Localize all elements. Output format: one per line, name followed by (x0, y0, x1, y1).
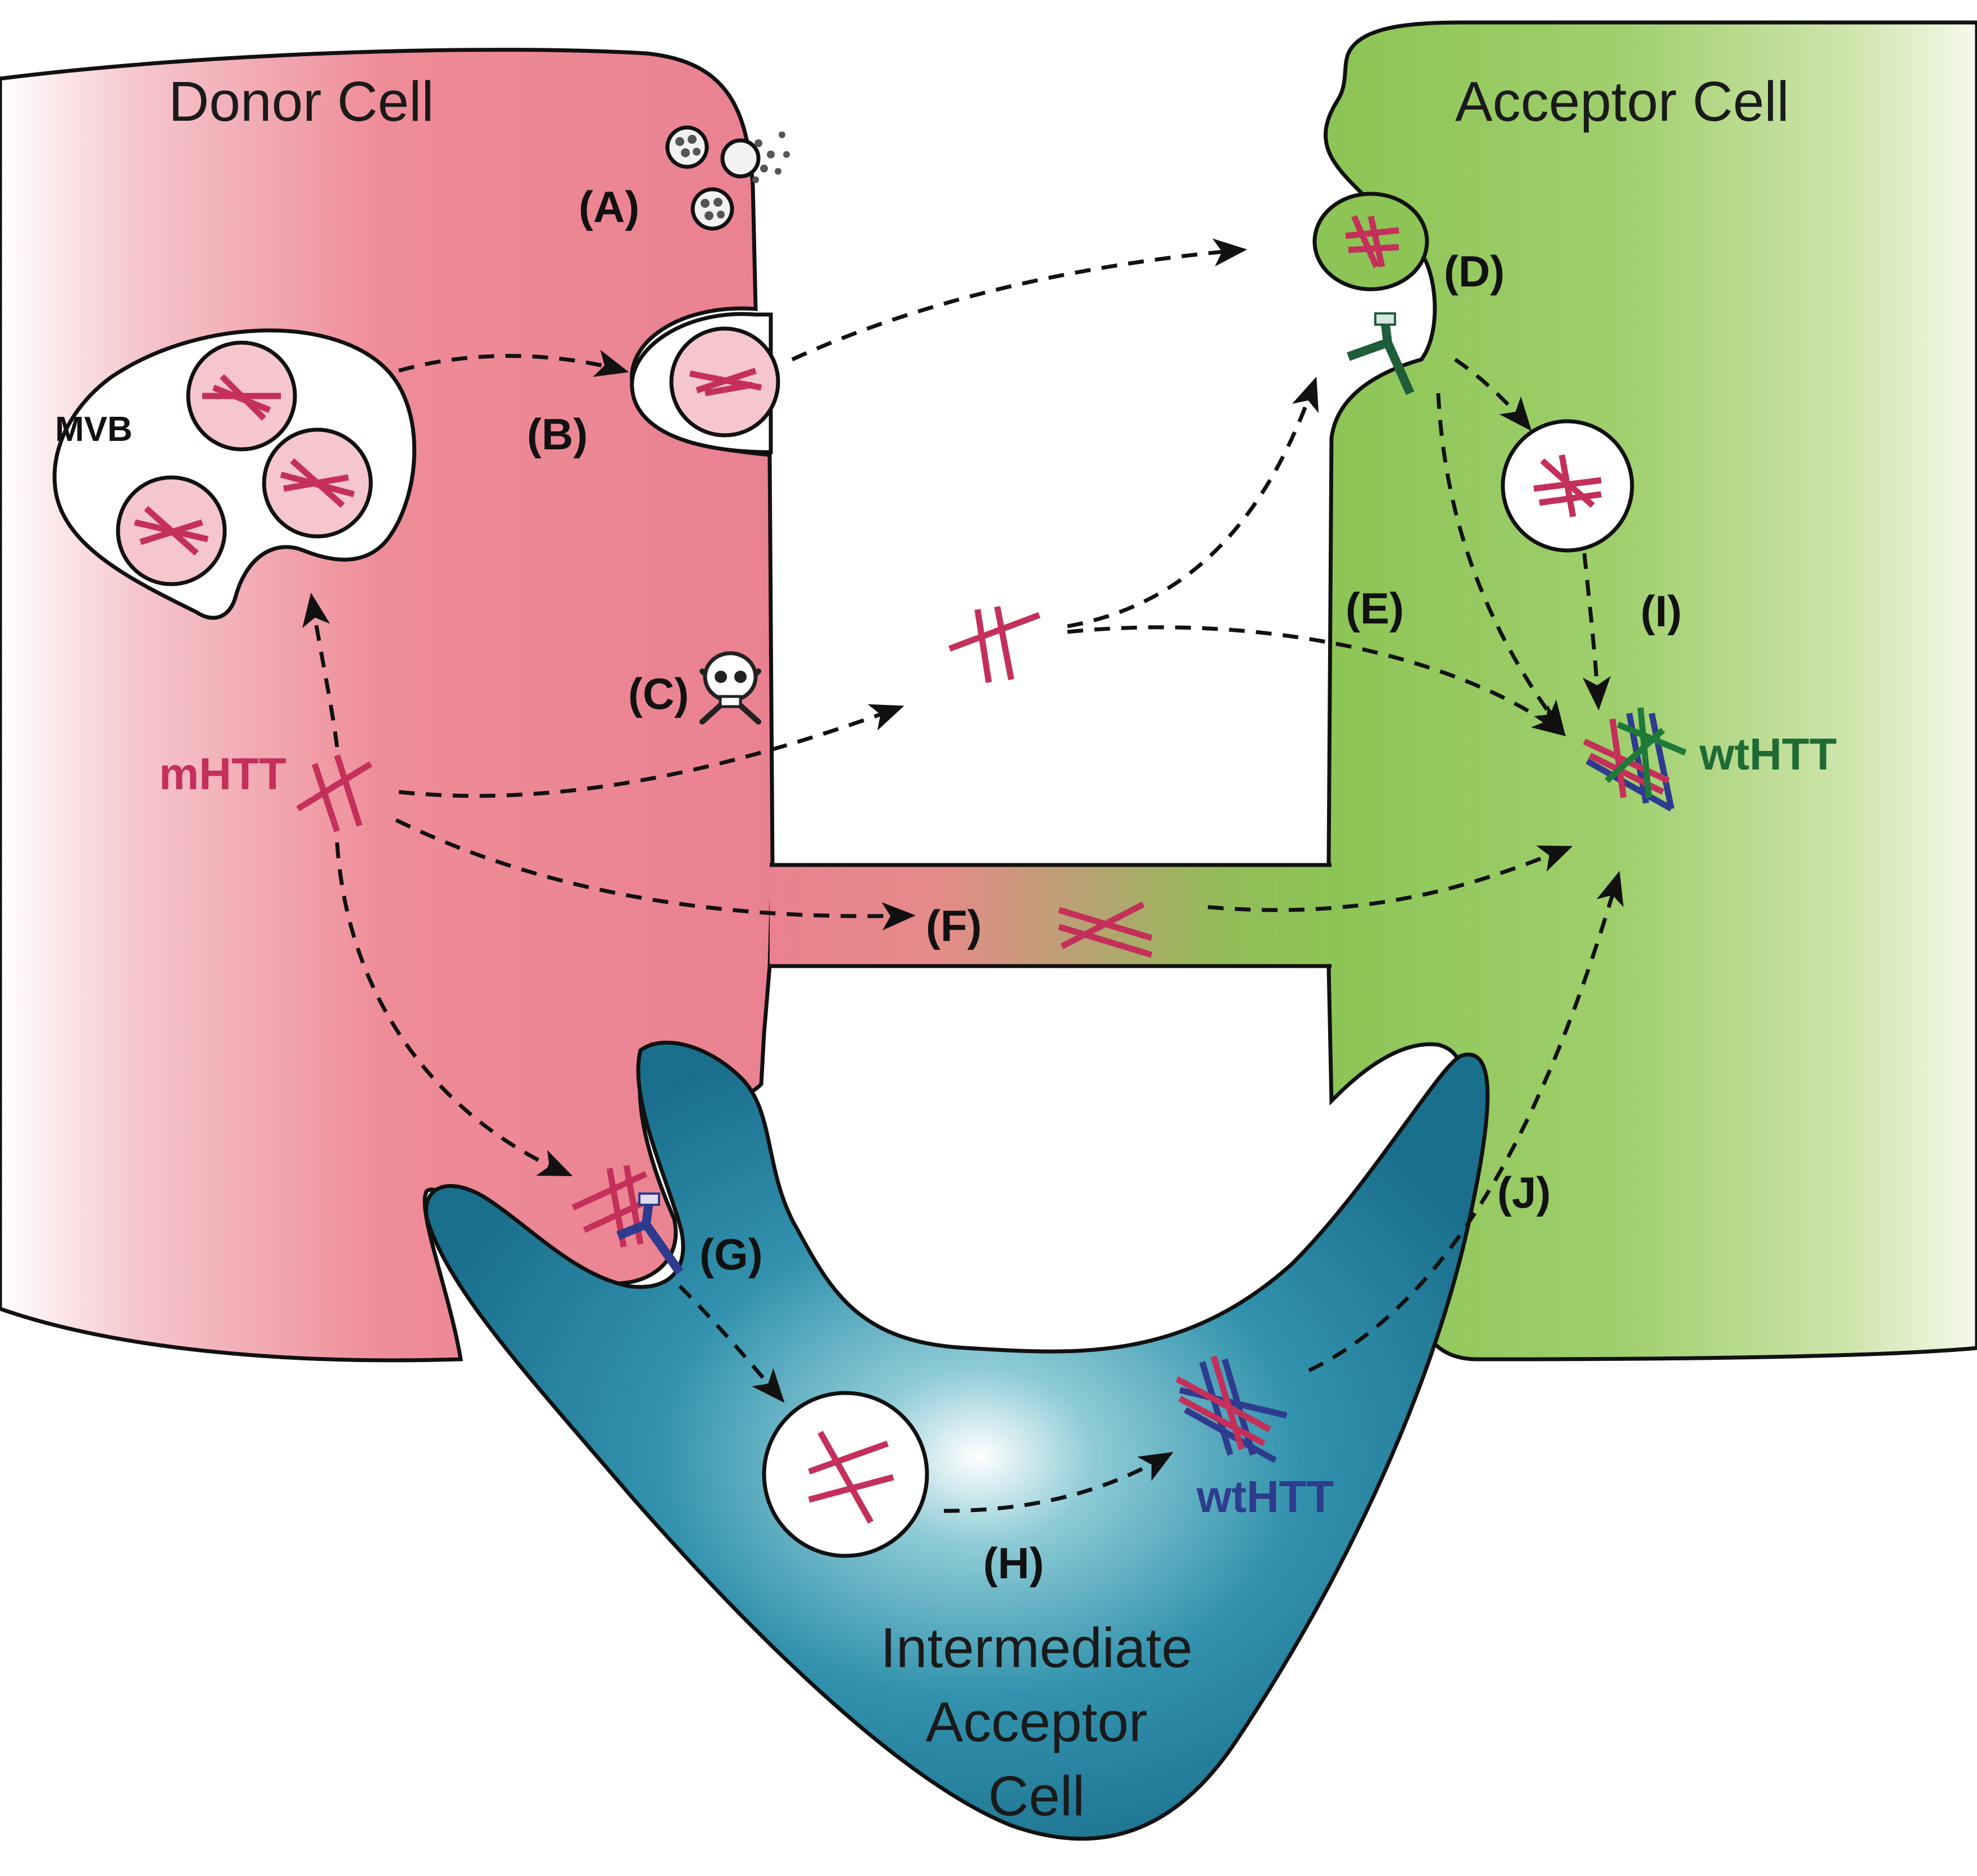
step-label-c: (C) (628, 669, 689, 718)
intermediate-cell-title-line3: Cell (988, 1765, 1085, 1828)
arrow-c-mhtt-to-extracellular (398, 704, 905, 798)
intermediate-cell-title-line1: Intermediate (880, 1617, 1193, 1679)
arrow-b-mvb-to-bud (398, 349, 629, 377)
skull-crossbones-icon (699, 651, 761, 725)
arrow-e-extracellular-to-acceptor (1067, 625, 1567, 736)
step-label-a: (A) (579, 182, 639, 231)
mvb-vesicle-1 (186, 340, 297, 452)
mhtt-aggregate-extracellular (948, 605, 1040, 683)
step-label-h: (H) (983, 1538, 1044, 1588)
acceptor-cell-title: Acceptor Cell (1455, 70, 1789, 133)
wthtt-label-intermediate: wtHTT (1196, 1472, 1334, 1522)
step-label-j: (J) (1497, 1168, 1551, 1217)
step-label-b: (B) (527, 409, 588, 459)
step-label-e: (E) (1346, 584, 1404, 633)
arrow-receptor-to-wthtt (1436, 393, 1565, 735)
step-label-g: (G) (699, 1230, 763, 1279)
acceptor-endosome (1501, 419, 1634, 553)
intermediate-endosome (762, 1391, 929, 1558)
step-label-f: (F) (926, 901, 982, 950)
endocytosed-vesicle (1312, 192, 1429, 292)
tunneling-nanotube (770, 865, 1331, 966)
wthtt-aggregate-acceptor (1583, 707, 1687, 812)
acceptor-receptor-icon (1347, 312, 1415, 395)
arrow-mhtt-to-intermediate (335, 842, 573, 1176)
arrow-extracellular-to-receptor (1067, 376, 1319, 629)
mhtt-aggregate-donor (296, 754, 372, 832)
wthtt-label-acceptor: wtHTT (1699, 729, 1837, 779)
mvb-vesicle-2 (262, 427, 373, 539)
arrow-d-receptor-to-endosome (1454, 358, 1532, 431)
arrow-bud-to-acceptor (791, 238, 1247, 362)
intermediate-cell-title-line2: Acceptor (926, 1691, 1148, 1754)
mhtt-label: mHTT (159, 749, 287, 799)
budding-vesicle (669, 326, 780, 438)
step-label-d: (D) (1444, 247, 1505, 296)
arrow-f-nanotube-to-acceptor (1207, 845, 1573, 912)
mhtt-aggregate-nanotube (1058, 901, 1153, 958)
intermediate-acceptor-cell (424, 1040, 1490, 1841)
arrow-f-mhtt-to-nanotube (395, 818, 916, 931)
wthtt-aggregate-intermediate (1175, 1355, 1288, 1463)
donor-cell-title: Donor Cell (169, 70, 434, 133)
mvb-label: MVB (55, 410, 133, 449)
arrow-h-endosome-to-wthtt (943, 1451, 1174, 1513)
mvb-vesicle-3 (116, 475, 227, 586)
step-label-i: (I) (1640, 586, 1682, 636)
exosome-vesicles (665, 125, 790, 231)
intermediate-receptor-icon (616, 1192, 684, 1275)
